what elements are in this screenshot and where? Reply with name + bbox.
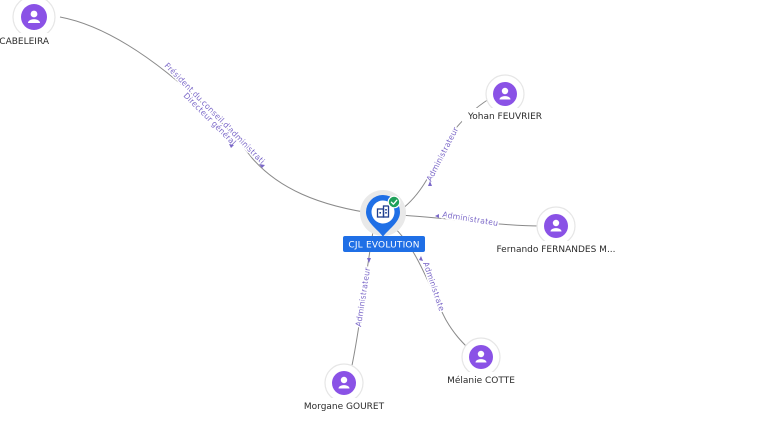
person-label-fernando[interactable]: Fernando FERNANDES M... [496, 245, 615, 255]
person-label-melanie[interactable]: Mélanie COTTE [447, 375, 515, 386]
edge-arrow-morgane [367, 258, 371, 263]
edge-line-yohan [397, 95, 495, 213]
edge-arrow-melanie [419, 256, 423, 261]
person-icon [28, 10, 40, 23]
person-node-fernando[interactable]: Fernando FERNANDES M... [493, 206, 619, 256]
person-label-morgane[interactable]: Morgane GOURET [304, 402, 385, 412]
person-nodes: andra CABELEIRA Yohan FEUVRIER Fernando … [0, 0, 619, 413]
person-node-sandra[interactable]: andra CABELEIRA [0, 0, 76, 48]
person-icon [475, 350, 487, 363]
edge-arrow-yohan [428, 181, 432, 186]
person-icon [338, 376, 350, 389]
company-node[interactable]: CJL EVOLUTION [343, 190, 425, 252]
edge-fernando: Administrateur [0, 0, 541, 229]
edge-line-sandra [59, 16, 378, 215]
edge-label-yohan: Administrateur [425, 125, 461, 183]
person-node-melanie[interactable]: Mélanie COTTE [442, 337, 520, 387]
edge-line-fernando [398, 214, 541, 227]
edge-sandra: Président du conseil d'administration Di… [0, 0, 378, 215]
person-icon [550, 219, 562, 232]
check-icon [387, 195, 401, 209]
edge-arrow-sandra-2 [229, 144, 234, 148]
building-icon [376, 205, 390, 218]
company-label[interactable]: CJL EVOLUTION [348, 241, 419, 251]
edges: Président du conseil d'administration Di… [0, 0, 541, 371]
company-label-bg [343, 236, 425, 252]
person-label-yohan[interactable]: Yohan FEUVRIER [467, 112, 542, 122]
person-node-morgane[interactable]: Morgane GOURET [298, 363, 390, 413]
person-icon [499, 87, 511, 100]
edge-arrow-fernando [435, 214, 439, 218]
person-node-yohan[interactable]: Yohan FEUVRIER [462, 74, 548, 123]
edge-arrow-sandra [259, 164, 265, 168]
person-label-sandra[interactable]: andra CABELEIRA [0, 37, 50, 47]
edge-label-sandra-2: Directeur général [182, 91, 238, 147]
edge-melanie: Administrateur [0, 0, 469, 349]
edge-label-morgane: Administrateur [354, 266, 372, 327]
